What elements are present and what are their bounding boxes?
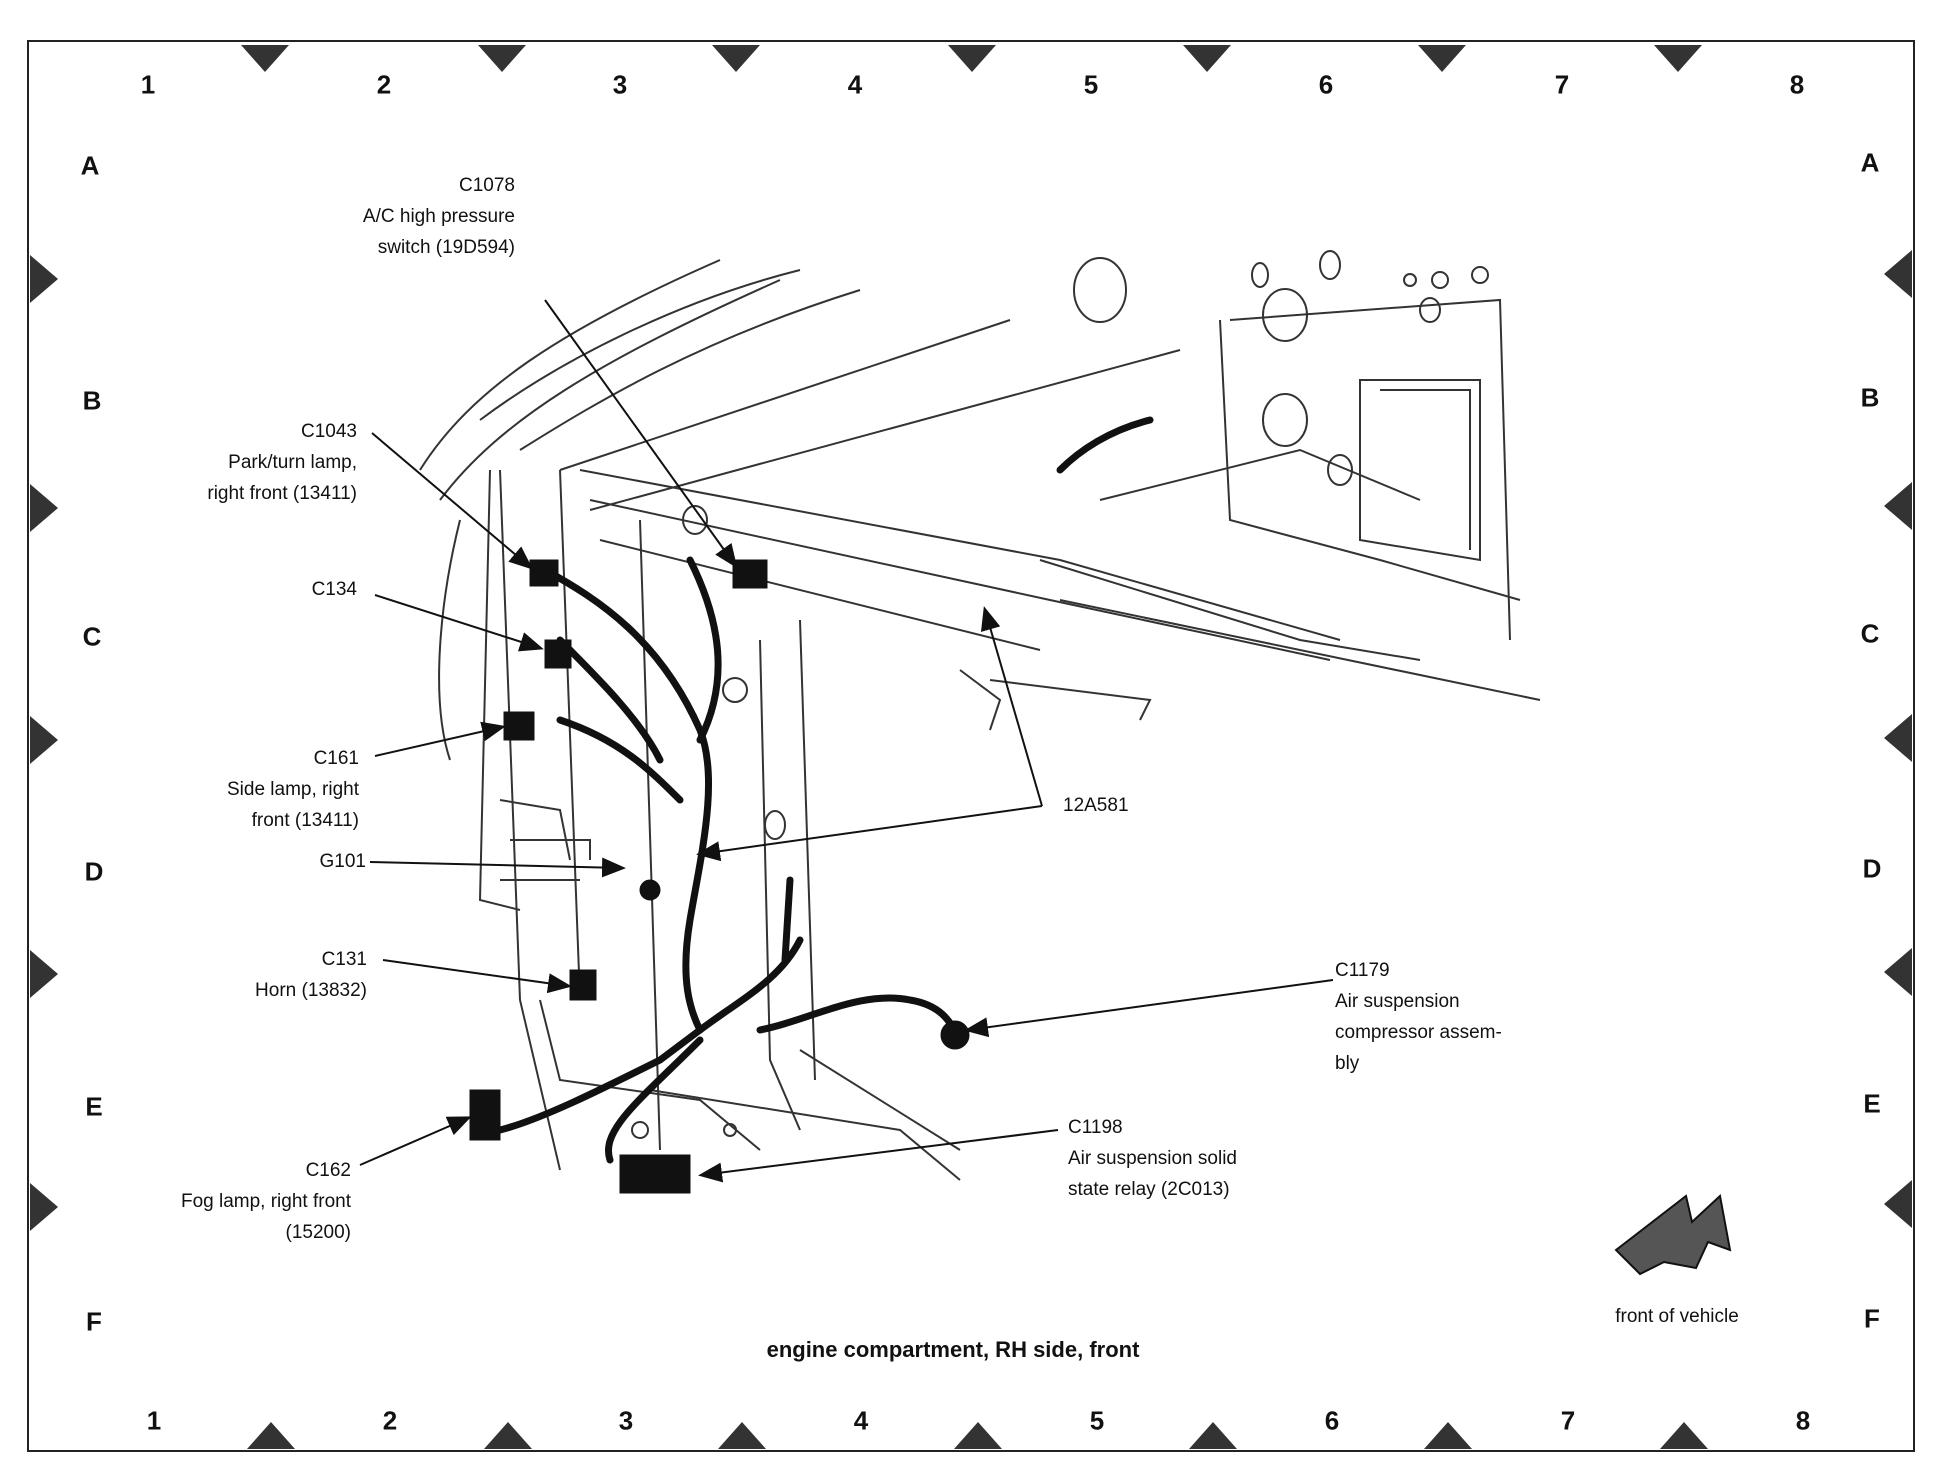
- border-frame: [27, 40, 1915, 1452]
- callout-c1078-line-2: A/C high pressure: [362, 206, 515, 227]
- col-label-5-top: 5: [1083, 69, 1099, 100]
- connectors: [469, 559, 970, 1194]
- row-label-d-left: D: [84, 856, 104, 887]
- callout-c1198-line-1: C1198: [1068, 1117, 1123, 1138]
- c1179-connector: [940, 1020, 970, 1050]
- col-label-2-bottom: 2: [382, 1405, 398, 1436]
- callout-c162-line-1: C162: [305, 1160, 351, 1181]
- front-of-vehicle-arrow: [1614, 1194, 1732, 1276]
- callout-c161-line-1: C161: [313, 748, 359, 769]
- col-label-1-top: 1: [140, 69, 156, 100]
- callout-c1179-line-3: compressor assem-: [1335, 1022, 1502, 1043]
- col-label-6-top: 6: [1318, 69, 1334, 100]
- col-label-3-bottom: 3: [618, 1405, 634, 1436]
- col-label-4-bottom: 4: [853, 1405, 869, 1436]
- callout-c161-line-3: front (13411): [251, 810, 359, 831]
- callout-c131: C131 Horn (13832): [255, 944, 367, 1006]
- c161-connector: [503, 711, 535, 741]
- callout-g101-line-1: G101: [319, 851, 366, 872]
- callout-c1043: C1043 Park/turn lamp, right front (13411…: [207, 416, 357, 509]
- callout-c1179-line-2: Air suspension: [1335, 991, 1460, 1012]
- row-label-d-right: D: [1862, 853, 1882, 884]
- callout-12a581-line-1: 12A581: [1063, 795, 1129, 816]
- callout-g101: G101: [320, 846, 366, 877]
- col-label-7-top: 7: [1554, 69, 1570, 100]
- callout-c131-line-1: C131: [321, 949, 367, 970]
- row-label-a-right: A: [1860, 147, 1880, 178]
- c131-connector: [569, 969, 597, 1001]
- col-label-8-top: 8: [1789, 69, 1805, 100]
- c1198-connector: [619, 1154, 691, 1194]
- col-label-3-top: 3: [612, 69, 628, 100]
- row-label-c-right: C: [1860, 618, 1880, 649]
- c1078-connector: [732, 559, 768, 589]
- row-label-f-right: F: [1864, 1303, 1880, 1334]
- callout-c1043-line-3: right front (13411): [207, 483, 357, 504]
- callout-c1198-line-2: Air suspension solid: [1068, 1148, 1237, 1169]
- callout-c1179-line-1: C1179: [1335, 960, 1390, 981]
- col-label-6-bottom: 6: [1324, 1405, 1340, 1436]
- top-grid-markers: [241, 45, 1702, 72]
- col-label-2-top: 2: [376, 69, 392, 100]
- front-of-vehicle-label: front of vehicle: [1615, 1306, 1739, 1327]
- callout-c1179: C1179 Air suspension compressor assem- b…: [1335, 955, 1502, 1079]
- bottom-grid-markers: [247, 1422, 1708, 1449]
- row-label-f-left: F: [86, 1306, 102, 1337]
- g101-ground: [639, 879, 661, 901]
- callout-c134-line-1: C134: [311, 579, 357, 600]
- right-grid-markers: [1884, 250, 1912, 1228]
- callout-c134: C134: [312, 574, 357, 605]
- leader-lines: [359, 299, 1334, 1183]
- left-grid-markers: [30, 255, 58, 1231]
- row-label-b-right: B: [1860, 382, 1880, 413]
- structure-holes: [631, 250, 1489, 1139]
- col-label-4-top: 4: [847, 69, 863, 100]
- row-label-b-left: B: [82, 385, 102, 416]
- callout-c162-line-2: Fog lamp, right front: [180, 1191, 351, 1212]
- c134-connector: [544, 639, 572, 669]
- row-label-a-left: A: [80, 150, 100, 181]
- callout-c161: C161 Side lamp, right front (13411): [227, 743, 359, 836]
- col-label-1-bottom: 1: [146, 1405, 162, 1436]
- diagram-caption: engine compartment, RH side, front: [766, 1337, 1140, 1362]
- callout-c1198-line-3: state relay (2C013): [1068, 1179, 1230, 1200]
- row-label-e-left: E: [85, 1091, 103, 1122]
- callout-c162: C162 Fog lamp, right front (15200): [181, 1155, 351, 1248]
- callout-c161-line-2: Side lamp, right: [226, 779, 359, 800]
- callout-c1078: C1078 A/C high pressure switch (19D594): [363, 170, 515, 263]
- wiring-harness: [496, 416, 1154, 1164]
- callout-c1078-line-1: C1078: [459, 175, 515, 196]
- callout-c1078-line-3: switch (19D594): [377, 237, 515, 258]
- callout-c131-line-2: Horn (13832): [255, 980, 367, 1001]
- callout-c162-line-3: (15200): [285, 1222, 352, 1243]
- col-label-8-bottom: 8: [1795, 1405, 1811, 1436]
- row-label-e-right: E: [1863, 1088, 1881, 1119]
- row-label-c-left: C: [82, 621, 102, 652]
- vehicle-structure: [419, 259, 1541, 1181]
- callout-c1198: C1198 Air suspension solid state relay (…: [1068, 1112, 1237, 1205]
- callout-12a581: 12A581: [1063, 790, 1129, 821]
- callout-c1043-line-2: Park/turn lamp,: [228, 452, 357, 473]
- callout-c1179-line-4: bly: [1335, 1053, 1360, 1074]
- callout-c1043-line-1: C1043: [301, 421, 357, 442]
- col-label-5-bottom: 5: [1089, 1405, 1105, 1436]
- c162-connector: [469, 1089, 501, 1141]
- col-label-7-bottom: 7: [1560, 1405, 1576, 1436]
- c1043-connector: [529, 559, 559, 587]
